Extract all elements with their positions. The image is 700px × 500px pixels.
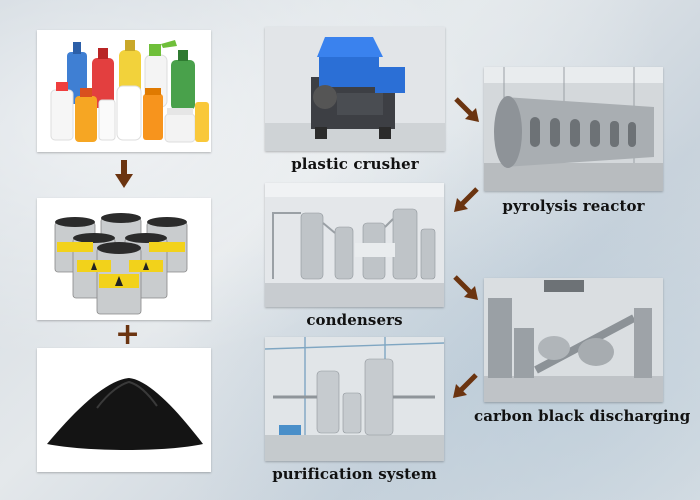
plastic-bottles-image (37, 30, 211, 152)
plus-sign: + (115, 320, 140, 350)
arrow-diagonal-down-left-icon (449, 372, 479, 402)
arrow-diagonal-down-right-icon (453, 96, 483, 126)
label-condensers: condensers (265, 311, 444, 329)
carbon-black-discharging-image (484, 278, 663, 402)
arrow-down-icon (114, 160, 134, 190)
arrow-diagonal-down-left-icon (450, 186, 480, 216)
plastic-crusher-image (265, 27, 445, 151)
carbon-black-pile-image (37, 348, 211, 472)
label-plastic-crusher: plastic crusher (265, 155, 445, 173)
pyrolysis-reactor-image (484, 67, 663, 191)
condensers-image (265, 183, 444, 307)
label-carbon-black-discharging: carbon black discharging (474, 407, 674, 425)
arrow-diagonal-down-right-icon (452, 274, 482, 304)
oil-barrels-image (37, 198, 211, 320)
purification-system-image (265, 337, 444, 461)
label-purification-system: purification system (265, 465, 444, 483)
label-pyrolysis-reactor: pyrolysis reactor (484, 197, 663, 215)
